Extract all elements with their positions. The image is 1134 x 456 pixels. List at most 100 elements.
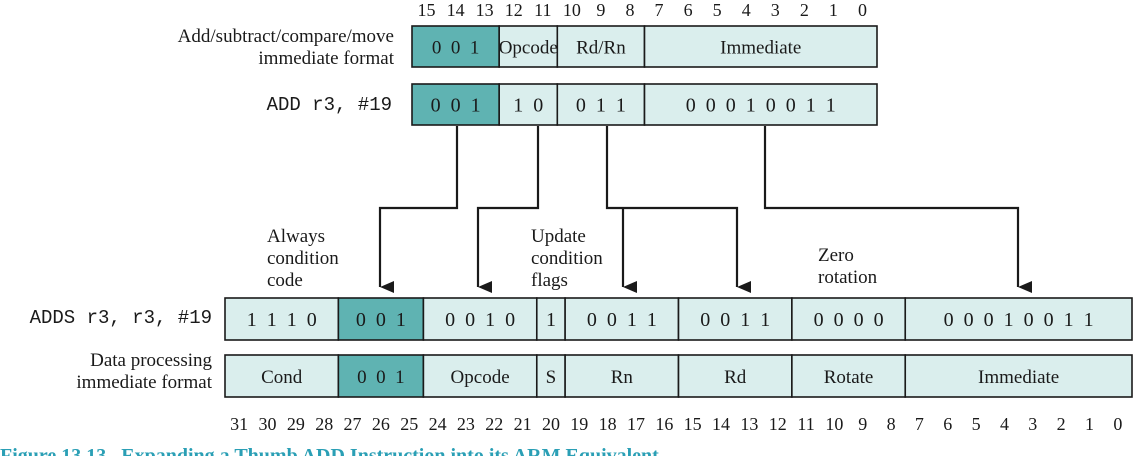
add-instruction-label: ADD r3, #19 <box>267 94 392 116</box>
top-bit-number: 15 <box>418 0 436 20</box>
bottom-format-field-box <box>224 354 340 398</box>
adds-instruction-field-label: 0 0 1 <box>356 309 406 331</box>
add-instruction-field-label: 0 0 1 <box>431 95 481 117</box>
top-bit-number: 1 <box>829 0 838 20</box>
bottom-bit-number: 8 <box>887 414 896 434</box>
bottom-bit-number: 3 <box>1028 414 1037 434</box>
bottom-bit-number: 5 <box>972 414 981 434</box>
bottom-bit-number: 20 <box>542 414 560 434</box>
bottom-bit-number: 19 <box>570 414 588 434</box>
add-instruction-row: 0 0 1 1 0 0 1 1 0 0 0 1 0 0 1 1 <box>411 83 878 126</box>
top-bit-number: 12 <box>505 0 523 20</box>
arrow-rd-rn <box>605 126 751 293</box>
zero-annotation-line-2: rotation <box>818 267 878 288</box>
bottom-format-field-label: Rotate <box>824 367 874 388</box>
top-bit-number: 3 <box>771 0 780 20</box>
add-instruction-field-label: 0 0 0 1 0 0 1 1 <box>686 95 836 117</box>
bottom-bit-number: 16 <box>655 414 673 434</box>
top-bit-number: 6 <box>684 0 693 20</box>
bottom-bit-number: 14 <box>712 414 730 434</box>
bottom-format-field-box <box>535 354 566 398</box>
bottom-format-field-label: 0 0 1 <box>357 367 405 388</box>
bottom-bit-number: 9 <box>858 414 867 434</box>
bottom-bit-number: 27 <box>344 414 362 434</box>
bottom-bit-number: 12 <box>769 414 787 434</box>
top-format-row: 0 0 1 Opcode Rd/Rn Immediate <box>411 25 878 68</box>
update-annotation-line-1: Update <box>531 226 586 247</box>
top-format-label-line-2: immediate format <box>258 48 394 69</box>
bottom-format-field-label: Rn <box>611 367 634 388</box>
always-annotation-line-3: code <box>267 270 303 291</box>
bottom-format-field-box <box>337 354 425 398</box>
always-annotation-line-1: Always <box>267 226 325 247</box>
add-instruction-field-box <box>498 83 559 126</box>
bottom-format-label-line-1: Data processing <box>90 350 212 371</box>
bottom-format-field-box <box>904 354 1133 398</box>
top-format-field-box <box>643 25 878 68</box>
adds-instruction-field-box <box>904 297 1133 341</box>
arrow-opcode <box>476 126 540 293</box>
bottom-bit-number: 28 <box>315 414 333 434</box>
always-annotation-line-2: condition <box>267 248 339 269</box>
bottom-format-field-label: Immediate <box>978 367 1059 388</box>
bottom-bit-number: 7 <box>915 414 924 434</box>
top-bit-number: 0 <box>858 0 867 20</box>
bottom-bit-number: 0 <box>1113 414 1122 434</box>
bottom-bit-number: 21 <box>514 414 532 434</box>
bottom-bit-number: 30 <box>259 414 277 434</box>
add-instruction-field-box <box>643 83 878 126</box>
bottom-bit-number: 29 <box>287 414 305 434</box>
bottom-format-field-label: Cond <box>261 367 303 388</box>
add-instruction-field-label: 0 1 1 <box>576 95 626 117</box>
bottom-bit-number: 25 <box>400 414 418 434</box>
update-annotation-line-3: flags <box>531 270 568 291</box>
bottom-format-field-box <box>564 354 680 398</box>
bottom-bit-number: 15 <box>684 414 702 434</box>
top-bit-number: 14 <box>447 0 465 20</box>
top-bit-number: 10 <box>563 0 581 20</box>
bottom-bit-number: 26 <box>372 414 390 434</box>
top-format-field-box <box>498 25 559 68</box>
adds-instruction-field-label: 0 0 1 1 <box>587 309 657 331</box>
bottom-bit-number: 13 <box>740 414 758 434</box>
top-bit-number: 8 <box>625 0 634 20</box>
bottom-format-field-label: Rd <box>724 367 747 388</box>
adds-instruction-field-box <box>224 297 340 341</box>
top-format-field-label: Rd/Rn <box>576 38 626 59</box>
bottom-bit-number: 18 <box>599 414 617 434</box>
bottom-bit-number: 10 <box>825 414 843 434</box>
adds-instruction-field-box <box>422 297 538 341</box>
adds-instruction-field-box <box>677 297 793 341</box>
figure-caption: Figure 13.13 Expanding a Thumb ADD Instr… <box>0 445 659 456</box>
arrow-fixed-bits <box>378 126 459 293</box>
bottom-bit-number: 31 <box>230 414 248 434</box>
expansion-arrows <box>378 126 1032 293</box>
bottom-format-field-label: Opcode <box>451 367 510 388</box>
add-instruction-field-label: 1 0 <box>513 95 543 117</box>
adds-instruction-field-label: 1 <box>546 309 556 331</box>
top-format-field-label: Opcode <box>499 38 558 59</box>
bottom-format-label-line-2: immediate format <box>76 372 212 393</box>
top-bit-number: 9 <box>596 0 605 20</box>
top-format-field-label: 0 0 1 <box>432 38 480 59</box>
bottom-bit-number: 4 <box>1000 414 1009 434</box>
update-annotation-line-2: condition <box>531 248 603 269</box>
adds-instruction-field-label: 0 0 1 1 <box>700 309 770 331</box>
top-format-field-label: Immediate <box>720 38 801 59</box>
bottom-bit-number: 11 <box>797 414 814 434</box>
bottom-bit-number: 2 <box>1057 414 1066 434</box>
bottom-bit-number: 6 <box>943 414 952 434</box>
add-instruction-field-box <box>411 83 500 126</box>
zero-annotation-line-1: Zero <box>818 245 854 266</box>
adds-instruction-label: ADDS r3, r3, #19 <box>30 307 212 329</box>
adds-instruction-field-label: 0 0 0 1 0 0 1 1 <box>944 309 1094 331</box>
bottom-bit-number: 24 <box>429 414 447 434</box>
bottom-format-field-box <box>791 354 907 398</box>
bottom-format-field-label: S <box>546 367 557 388</box>
top-bit-number: 4 <box>742 0 751 20</box>
adds-instruction-field-label: 0 0 0 0 <box>814 309 884 331</box>
